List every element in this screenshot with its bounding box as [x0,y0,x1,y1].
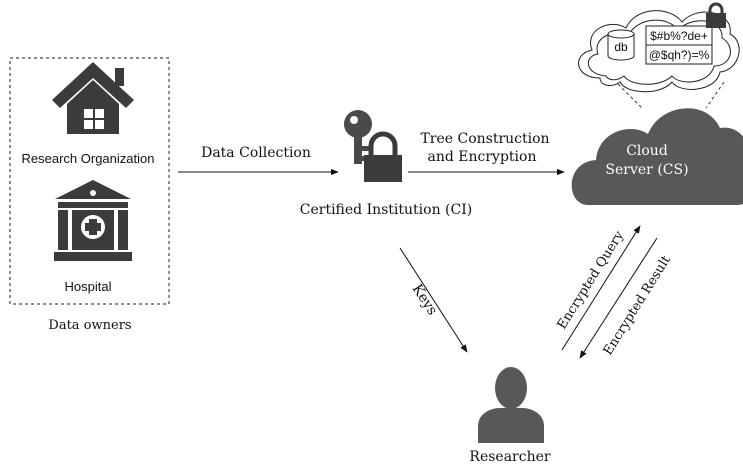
research-organization-label: Research Organization [22,151,155,166]
encrypted-query-arrow [561,225,641,351]
encrypted-result-arrow [579,237,658,359]
data-collection-label: Data Collection [201,145,311,161]
database-icon [607,29,635,61]
certified-institution-label: Certified Institution (CI) [300,202,472,218]
encrypted-query-label: Encrypted Query [555,228,628,332]
bubble-connector-right [705,81,725,109]
data-owners-label: Data owners [48,318,131,333]
keys-arrow [399,247,468,353]
hospital-label: Hospital [65,279,112,294]
hospital-icon [54,180,132,261]
keys-label: Keys [409,281,441,318]
ciphertext-line-2: @$qh?)=% [649,48,710,62]
house-icon [52,62,134,134]
person-icon [478,367,544,443]
db-label: db [614,40,628,54]
storage-padlock-icon [706,2,726,28]
data-owners-box [9,57,170,305]
ciphertext-line-1: $#b%?de+ [650,29,708,43]
encryption-label: and Encryption [428,149,537,165]
cloud-icon [571,108,743,205]
padlock-icon [364,131,402,182]
cloud-label-line-1: Cloud [626,143,668,159]
key-icon [344,110,372,164]
tree-construction-label: Tree Construction [420,131,549,147]
cloud-label-line-2: Server (CS) [605,162,688,178]
researcher-label: Researcher [469,449,550,465]
